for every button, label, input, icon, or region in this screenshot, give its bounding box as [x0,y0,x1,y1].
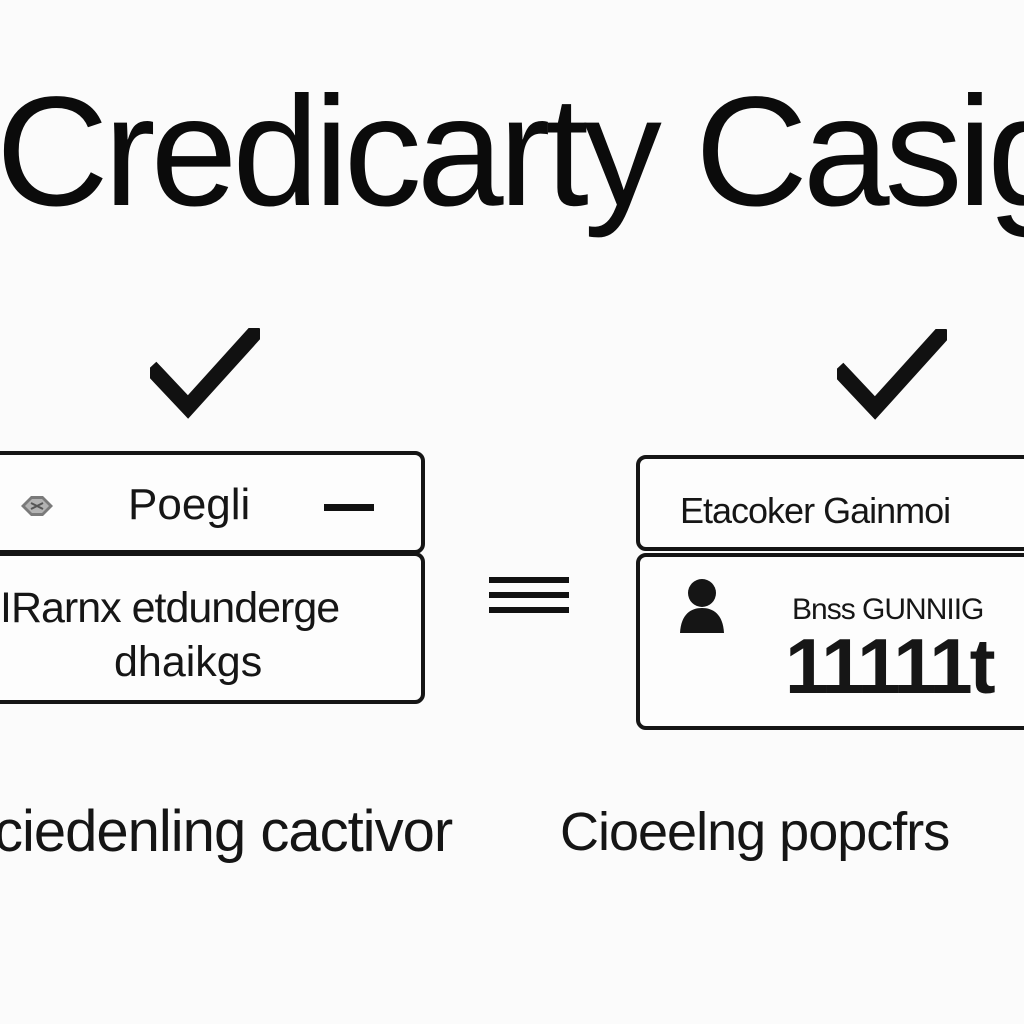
right-check-icon [837,329,947,424]
right-bottom-label: Bnss GUNNIIG [792,593,984,626]
left-caption: ciedenling cactivor [0,799,453,864]
left-top-box: Poegli [0,451,425,554]
left-top-label: Poegli [128,480,251,529]
right-top-box: Etacoker Gainmoi [636,455,1024,551]
person-icon [676,575,728,635]
right-top-label: Etacoker Gainmoi [680,490,951,531]
diamond-icon [19,494,55,518]
page-title: Credicarty Casig [0,65,1024,239]
equals-icon [489,577,569,615]
equals-bar-bottom [489,607,569,613]
left-bottom-line1: IRarnx etdunderge [0,584,340,632]
left-bottom-box: IRarnx etdunderge dhaikgs [0,552,425,704]
right-bottom-number: 11111t [785,622,996,710]
left-check-icon [150,328,260,423]
minus-icon [324,504,374,511]
equals-bar-top [489,577,569,583]
equals-bar-middle [489,592,569,598]
right-bottom-box: Bnss GUNNIIG 11111t [636,553,1024,730]
right-caption: Cioeelng popcfrs [560,802,950,862]
left-bottom-line2: dhaikgs [114,638,263,686]
